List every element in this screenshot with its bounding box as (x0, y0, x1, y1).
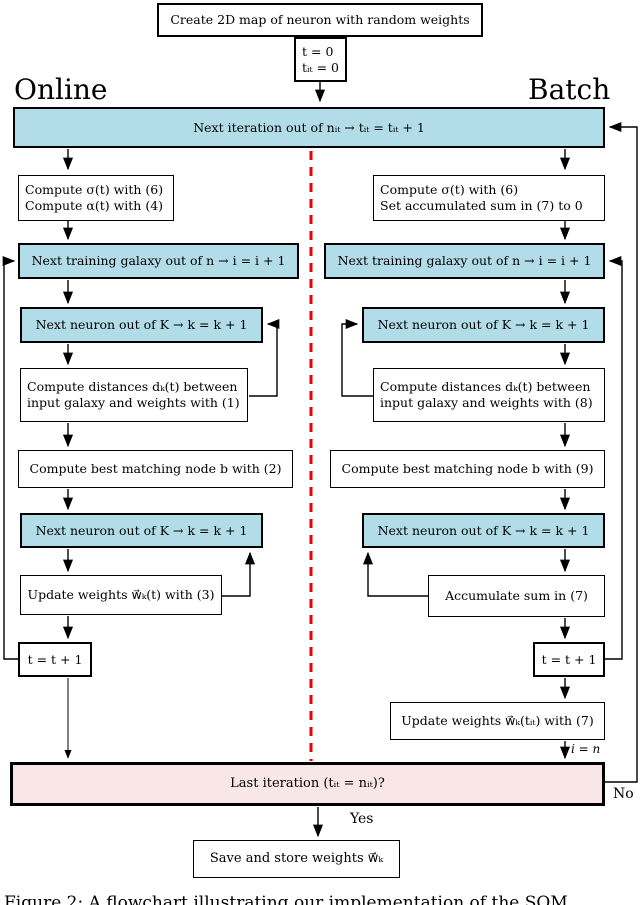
dist-line-1-batch: Compute distances dₖ(t) between (380, 379, 591, 395)
dist-line-1-online: Compute distances dₖ(t) between (27, 379, 238, 395)
time-increment-box-batch: t = t + 1 (533, 642, 605, 677)
next-neuron2-loop-box-batch: Next neuron out of K → k = k + 1 (362, 513, 605, 548)
i-equals-n-label: i = n (571, 742, 601, 756)
yes-branch-label: Yes (350, 811, 374, 827)
init-counters-box: t = 0 tᵢₜ = 0 (294, 37, 347, 82)
loop-dist-to-neuron-batch (341, 318, 373, 397)
next-galaxy-loop-box-online: Next training galaxy out of n → i = i + … (18, 243, 299, 279)
loop-no-to-iteration (605, 121, 638, 783)
next-neuron-loop-box-batch: Next neuron out of K → k = k + 1 (362, 307, 605, 343)
loop-update-to-neuron2-online (222, 551, 256, 597)
no-branch-label: No (613, 786, 634, 802)
compute-line-2-online: Compute α(t) with (4) (25, 198, 164, 213)
loop-inc-to-galaxy-batch (605, 255, 623, 660)
compute-distances-box-batch: Compute distances dₖ(t) between input ga… (373, 368, 605, 422)
next-neuron-loop-box-online: Next neuron out of K → k = k + 1 (20, 307, 263, 343)
compute-line-1-online: Compute σ(t) with (6) (25, 182, 164, 198)
next-galaxy-loop-box-batch: Next training galaxy out of n → i = i + … (324, 243, 605, 279)
loop-accum-to-neuron2-batch (362, 551, 428, 597)
update-weights-final-box-batch: Update weights w⃗ₖ(tᵢₜ) with (7) (390, 702, 605, 740)
best-matching-node-box-batch: Compute best matching node b with (9) (330, 450, 605, 488)
compute-line-2-batch: Set accumulated sum in (7) to 0 (380, 198, 583, 213)
compute-line-1-batch: Compute σ(t) with (6) (380, 182, 519, 198)
best-matching-node-box-online: Compute best matching node b with (2) (18, 450, 293, 488)
create-map-box: Create 2D map of neuron with random weig… (157, 3, 483, 37)
save-weights-box: Save and store weights w⃗ₖ (193, 840, 400, 878)
accumulate-sum-box-batch: Accumulate sum in (7) (428, 575, 605, 617)
online-column-header: Online (14, 73, 108, 106)
loop-inc-to-galaxy-online (2, 255, 18, 660)
compute-params-box-online: Compute σ(t) with (6) Compute α(t) with … (18, 175, 174, 221)
loop-dist-to-neuron-online (249, 318, 280, 397)
next-iteration-loop-box: Next iteration out of nᵢₜ → tᵢₜ = tᵢₜ + … (13, 107, 605, 148)
batch-column-header: Batch (528, 73, 611, 106)
dist-line-2-online: input galaxy and weights with (1) (27, 395, 240, 410)
init-line-2: tᵢₜ = 0 (302, 59, 339, 75)
figure-caption: Figure 2: A flowchart illustrating our i… (4, 893, 568, 905)
init-line-1: t = 0 (302, 43, 334, 59)
compute-params-box-batch: Compute σ(t) with (6) Set accumulated su… (373, 175, 605, 221)
dist-line-2-batch: input galaxy and weights with (8) (380, 395, 593, 410)
time-increment-box-online: t = t + 1 (18, 642, 92, 677)
update-weights-box-online: Update weights w⃗ₖ(t) with (3) (20, 575, 222, 615)
compute-distances-box-online: Compute distances dₖ(t) between input ga… (20, 368, 248, 422)
next-neuron2-loop-box-online: Next neuron out of K → k = k + 1 (20, 513, 263, 548)
last-iteration-decision-box: Last iteration (tᵢₜ = nᵢₜ)? (10, 762, 605, 806)
